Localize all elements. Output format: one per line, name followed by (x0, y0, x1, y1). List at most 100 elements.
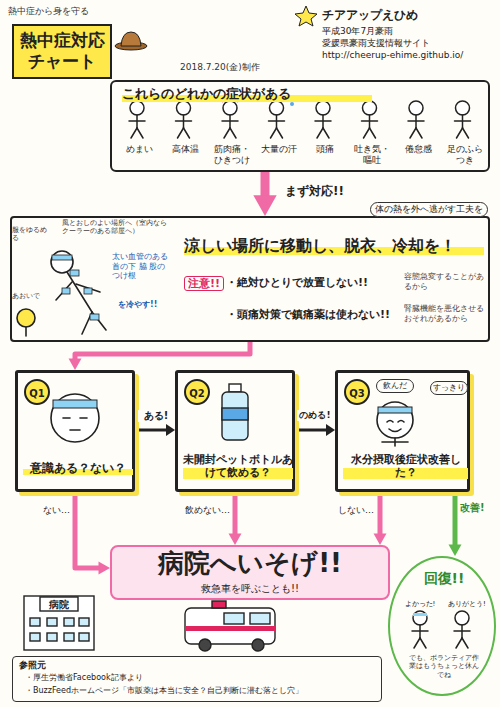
symptom-figure (408, 101, 424, 138)
reference-heading: 参照元 (19, 660, 79, 671)
speech-text: よかった! (396, 600, 444, 608)
arrow-head (166, 424, 175, 436)
question-number: Q1 (24, 379, 50, 405)
ambulance (185, 601, 275, 651)
question-number: Q3 (344, 379, 370, 405)
reason-note: 容態急変することがあるから (404, 272, 488, 291)
reason-note: 腎臓機能を悪化させるおそれがあるから (404, 304, 488, 323)
date-note: 2018.7.20(金)制作 (180, 62, 300, 73)
hospital-band: 病院へいそげ!! 救急車を呼ぶことも!! (110, 545, 390, 600)
symptom-label: 高体温 (164, 144, 208, 155)
recovered-figure (454, 611, 470, 648)
connector-line (233, 492, 238, 536)
arrow-head (253, 195, 276, 216)
connector-line (75, 342, 250, 361)
edge-label: 飲めない… (176, 505, 230, 516)
url-text: http://cheerup-ehime.github.io/ (322, 50, 494, 61)
warning-text: ・絶対ひとりで放置しない!! (226, 276, 402, 289)
connector (449, 492, 462, 556)
symptom-figure (362, 101, 378, 138)
speech-text: ありがとう! (444, 600, 490, 608)
heading: これらのどれかの症状がある (122, 86, 372, 102)
hospital-text: 病院へいそげ!! (112, 548, 388, 579)
arrow-head (449, 545, 462, 557)
arrow-head (99, 562, 111, 575)
connector (69, 342, 251, 370)
symptom-label: 筋肉痛・ひきつけ (210, 144, 254, 166)
logo-icon (295, 6, 317, 26)
arrow-head (69, 359, 82, 371)
connector-line (135, 429, 168, 432)
symptom-label: 倦怠感 (396, 144, 440, 155)
edge-label: ない… (24, 505, 70, 516)
speech-bubble: 体の熱を外へ逃がす工夫を (370, 202, 488, 217)
warning-text: ・頭痛対策で鎮痛薬は使わない!! (226, 308, 402, 321)
logo-text: チアアップえひめ (322, 8, 452, 22)
question-box: Q2 未開封ペットボトルあけて飲める？ (175, 370, 295, 492)
connector-line (453, 492, 458, 547)
question-number: Q2 (184, 379, 210, 405)
symptom-figures (129, 98, 471, 138)
symptom-figure (455, 101, 471, 138)
symptom-figure (269, 101, 285, 138)
edge-label: ある! (138, 410, 174, 422)
warning-tag: 注意!! (184, 276, 224, 291)
connector (229, 492, 242, 545)
source-note: 愛媛県豪雨支援情報サイト (322, 38, 492, 49)
symptom-figure (315, 101, 331, 138)
symptom-figure (176, 101, 192, 138)
speech-bubble: 飲んだ (376, 379, 414, 393)
connector-line (295, 429, 328, 432)
illustration-note: 太い血管のある 首の下 脇 股のつけ根 (112, 252, 168, 281)
reference-box: 参照元・厚生労働省Facebook記事より・BuzzFeedホームページ「市販薬… (12, 656, 382, 702)
connector (374, 492, 387, 545)
connector (295, 424, 335, 436)
reference-item: ・厚生労働省Facebook記事より (25, 673, 375, 683)
recovery-circle: 回復!!よかった!ありがとう!でも、ボランティア作業はもうちょっと休んでね (388, 556, 496, 696)
recovered-figures (412, 611, 470, 648)
recovered-figure (412, 611, 428, 648)
question-text: 意識ある？ない？ (23, 461, 133, 475)
heading: 涼しい場所に移動し、脱衣、冷却を！ (184, 236, 484, 255)
speech-bubble: すっきり (430, 381, 468, 395)
illustration-note: 風とおしのよい場所へ（室内ならクーラーのある部屋へ） (62, 219, 168, 236)
action-box: 涼しい場所に移動し、脱衣、冷却を！ 注意!!・絶対ひとりで放置しない!!容態急変す… (10, 216, 490, 342)
bottle-icon (222, 384, 248, 440)
symptom-label: 大量の汗 (257, 144, 301, 155)
question-text: 未開封ペットボトルあけて飲める？ (183, 453, 293, 479)
hat-icon (115, 32, 147, 50)
q1-face (51, 394, 99, 442)
building-sign: 病院 (42, 599, 76, 611)
connector-line (378, 492, 383, 536)
question-text: 水分摂取後症状改善した？ (343, 453, 468, 479)
hospital-note: 救急車を呼ぶことも!! (112, 583, 388, 595)
symptom-figure (222, 101, 238, 138)
arrow-head (374, 534, 387, 546)
illustration-note: 服をゆるめる (12, 226, 48, 243)
symptom-label: 足のふらつき (443, 144, 487, 166)
source-note: 平成30年7月豪雨 (322, 26, 482, 37)
q3-figure (377, 402, 413, 446)
recovery-text: 回復!! (404, 570, 484, 587)
connector (75, 492, 110, 575)
tagline: 熱中症から身を守る (8, 6, 118, 17)
edge-label: まず対応!! (285, 184, 365, 198)
edge-label: のめる! (297, 410, 333, 421)
illustration-note: あおいで (12, 292, 44, 300)
arrow-head (229, 534, 242, 546)
question-box: Q1 意識ある？ない？ (15, 370, 135, 492)
hospital-building (24, 596, 94, 650)
cooling-person (17, 251, 106, 336)
connector-line (75, 492, 101, 568)
connector (253, 172, 276, 216)
chart-title: 熱中症対応チャート (12, 24, 112, 79)
arrow-head (326, 424, 335, 436)
symptom-box: これらのどれかの症状があるめまい高体温筋肉痛・ひきつけ大量の汗頭痛吐き気・嘔吐倦… (110, 80, 490, 172)
reference-item: ・BuzzFeedホームページ「市販薬は本当に安全？自己判断に潜む落とし穴」 (25, 686, 375, 696)
connector (135, 424, 175, 436)
symptom-label: 吐き気・嘔吐 (350, 144, 394, 166)
symptom-label: めまい (117, 144, 161, 155)
edge-label: 改善! (460, 502, 494, 514)
